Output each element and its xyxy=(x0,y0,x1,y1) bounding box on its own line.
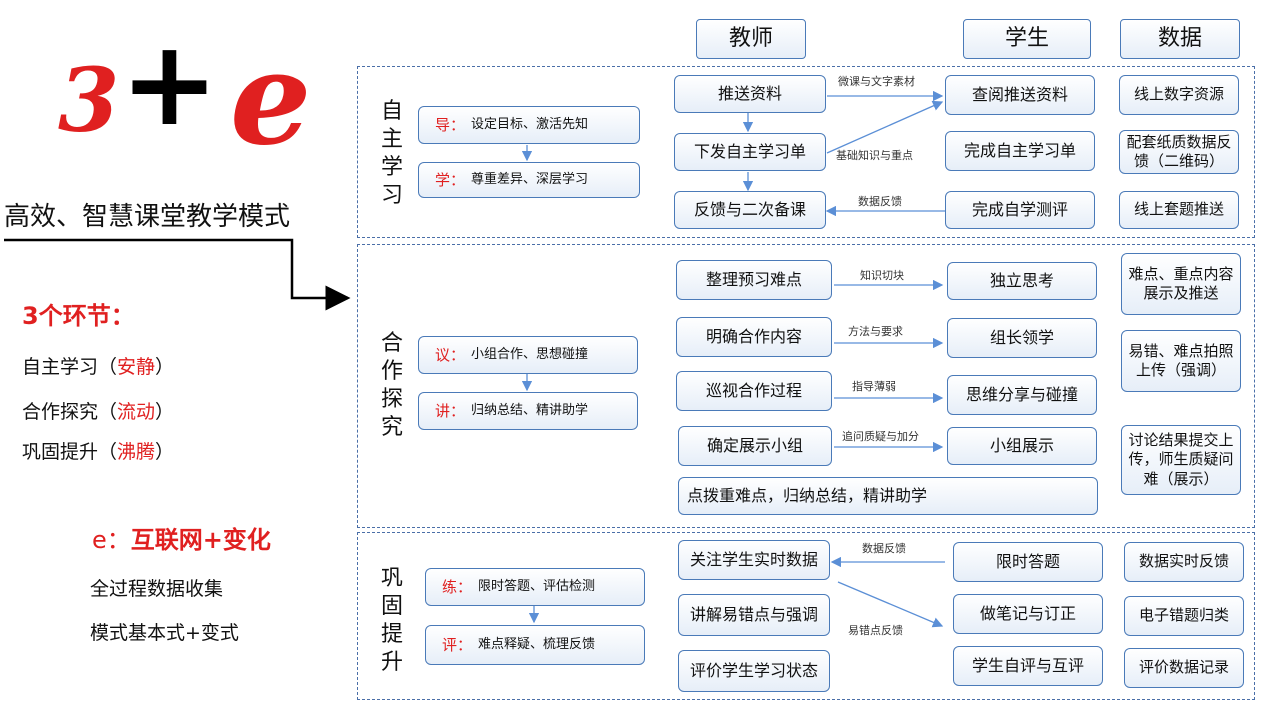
header-teacher: 教师 xyxy=(696,19,806,59)
step-text: 归纳总结、精讲助学 xyxy=(471,403,589,419)
teacher-issue-worksheet: 下发自主学习单 xyxy=(674,133,826,171)
header-data: 数据 xyxy=(1120,19,1240,59)
student-group-lead: 组长领学 xyxy=(947,318,1097,358)
section-label-self-study: 自主学习 xyxy=(380,99,403,208)
teacher-summary: 点拨重难点，归纳总结，精讲助学 xyxy=(678,477,1098,515)
paren-close: ） xyxy=(155,441,175,463)
step-key: 学： xyxy=(435,171,466,189)
teacher-sort-difficulties: 整理预习难点 xyxy=(676,260,832,300)
step-learn: 学： 尊重差异、深层学习 xyxy=(418,162,640,198)
step-key: 练： xyxy=(442,578,473,596)
data-paper-feedback: 配套纸质数据反馈（二维码） xyxy=(1119,130,1239,174)
student-self-test: 完成自学测评 xyxy=(945,191,1095,229)
data-realtime-feedback: 数据实时反馈 xyxy=(1124,542,1244,582)
arrow-label: 指导薄弱 xyxy=(852,380,896,393)
step-practice: 练： 限时答题、评估检测 xyxy=(425,568,645,606)
section-frame-self-study xyxy=(357,66,1255,238)
arrow-label: 方法与要求 xyxy=(848,325,903,338)
step-key: 议： xyxy=(435,346,466,364)
model-title: 3 + e xyxy=(40,14,340,174)
e-heading-value: 互联网+变化 xyxy=(130,525,271,554)
step-key: 讲： xyxy=(435,402,466,420)
step-discuss: 议： 小组合作、思想碰撞 xyxy=(418,336,638,374)
title-three: 3 xyxy=(58,48,120,152)
section-frame-cooperation xyxy=(357,244,1255,528)
student-timed-answer: 限时答题 xyxy=(953,542,1103,582)
teacher-realtime-data: 关注学生实时数据 xyxy=(678,540,830,580)
arrow-label: 知识切块 xyxy=(860,269,904,282)
stage-mood: 沸腾 xyxy=(117,441,156,463)
data-online-resources: 线上数字资源 xyxy=(1119,75,1239,115)
student-peer-review: 学生自评与互评 xyxy=(953,646,1103,686)
teacher-evaluate-state: 评价学生学习状态 xyxy=(678,650,830,692)
arrow-label: 追问质疑与加分 xyxy=(842,430,919,443)
data-photo-upload: 易错、难点拍照上传（强调） xyxy=(1121,330,1241,392)
step-explain: 讲： 归纳总结、精讲助学 xyxy=(418,392,638,430)
teacher-push-materials: 推送资料 xyxy=(674,75,826,113)
e-note-2: 模式基本式+变式 xyxy=(90,622,239,644)
subtitle: 高效、智慧课堂教学模式 xyxy=(4,202,291,232)
stage-line-3: 巩固提升（沸腾） xyxy=(22,437,174,464)
data-evaluation-record: 评价数据记录 xyxy=(1124,648,1244,688)
title-plus: + xyxy=(120,14,219,152)
arrow-label: 数据反馈 xyxy=(862,542,906,555)
paren-open: （ xyxy=(98,356,118,378)
student-share-ideas: 思维分享与碰撞 xyxy=(947,375,1097,415)
data-online-sets: 线上套题推送 xyxy=(1119,191,1239,229)
stage-name: 合作探究 xyxy=(22,401,99,423)
step-guide: 导： 设定目标、激活先知 xyxy=(418,106,640,144)
stage-line-1: 自主学习（安静） xyxy=(22,352,174,379)
paren-open: （ xyxy=(98,401,118,423)
teacher-patrol: 巡视合作过程 xyxy=(676,371,832,411)
data-key-points: 难点、重点内容展示及推送 xyxy=(1121,253,1241,315)
stage-name: 巩固提升 xyxy=(22,441,99,463)
student-complete-worksheet: 完成自主学习单 xyxy=(945,131,1095,171)
step-text: 设定目标、激活先知 xyxy=(471,117,589,133)
paren-open: （ xyxy=(98,441,118,463)
data-error-classify: 电子错题归类 xyxy=(1124,596,1244,636)
e-heading: e：互联网+变化 xyxy=(92,520,271,555)
teacher-explain-mistakes: 讲解易错点与强调 xyxy=(678,594,830,636)
flow-arrows xyxy=(521,90,945,628)
teacher-feedback-prep: 反馈与二次备课 xyxy=(674,191,826,229)
section-label-consolidation: 巩固提升 xyxy=(380,566,403,675)
stage-name: 自主学习 xyxy=(22,356,99,378)
stages-heading: 3个环节： xyxy=(22,302,135,330)
arrow-label: 微课与文字素材 xyxy=(838,75,915,88)
paren-close: ） xyxy=(155,356,175,378)
arrow-label: 数据反馈 xyxy=(858,195,902,208)
section-frame-consolidation xyxy=(357,532,1255,700)
step-text: 尊重差异、深层学习 xyxy=(471,172,589,188)
step-text: 小组合作、思想碰撞 xyxy=(471,347,589,363)
student-review-materials: 查阅推送资料 xyxy=(945,75,1095,115)
paren-close: ） xyxy=(155,401,175,423)
title-e: e xyxy=(230,24,312,174)
student-group-display: 小组展示 xyxy=(947,427,1097,465)
step-text: 限时答题、评估检测 xyxy=(478,579,596,595)
left-bracket-arrow xyxy=(4,238,351,311)
data-discussion-upload: 讨论结果提交上传，师生质疑问难（展示） xyxy=(1121,425,1241,495)
arrow-label: 基础知识与重点 xyxy=(836,149,913,162)
teacher-choose-groups: 确定展示小组 xyxy=(678,426,832,466)
e-note-1: 全过程数据收集 xyxy=(90,578,224,600)
stage-mood: 流动 xyxy=(117,401,156,423)
teacher-cooperation-content: 明确合作内容 xyxy=(676,317,832,357)
step-key: 导： xyxy=(435,116,466,134)
student-independent-thinking: 独立思考 xyxy=(947,262,1097,300)
arrow-label: 易错点反馈 xyxy=(848,624,903,637)
section-label-cooperation: 合作探究 xyxy=(380,331,403,440)
header-student: 学生 xyxy=(963,19,1091,59)
student-notes-correction: 做笔记与订正 xyxy=(953,594,1103,634)
step-evaluate: 评： 难点释疑、梳理反馈 xyxy=(425,625,645,665)
step-key: 评： xyxy=(442,636,473,654)
step-text: 难点释疑、梳理反馈 xyxy=(478,637,596,653)
e-heading-label: e： xyxy=(92,526,131,554)
stage-line-2: 合作探究（流动） xyxy=(22,397,174,424)
stage-mood: 安静 xyxy=(117,356,156,378)
